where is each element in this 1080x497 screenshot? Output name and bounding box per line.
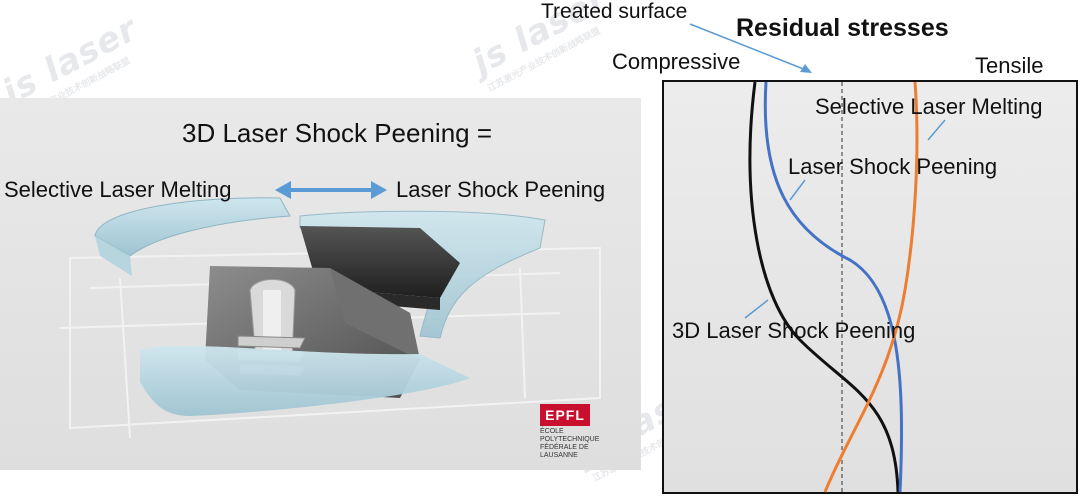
arrow-head-icon [800, 64, 812, 73]
printer-illustration [59, 197, 601, 439]
lsp-pointer [789, 179, 806, 201]
chart-title: Residual stresses [736, 14, 949, 42]
compressive-label: Compressive [612, 49, 741, 74]
curve-label-slm: Selective Laser Melting [815, 94, 1043, 119]
double-arrow-icon [275, 181, 387, 199]
lsp-label: Laser Shock Peening [396, 177, 606, 202]
curve-lsp [763, 81, 904, 493]
treated-surface-label: Treated surface [541, 0, 688, 23]
epfl-logo: EPFL ÉCOLE POLYTECHNIQUE FÉDÉRALE DE LAU… [540, 404, 624, 459]
curve-label-lsp: Laser Shock Peening [788, 154, 998, 179]
curve-label-3dlsp: 3D Laser Shock Peening [672, 318, 916, 343]
residual-stress-panel [662, 80, 1078, 494]
curve-3d-lsp [748, 81, 900, 493]
curve-slm [823, 81, 919, 493]
printer-illustration-panel: 3D Laser Shock Peening = Selective Laser… [0, 98, 641, 470]
3dlsp-pointer [744, 299, 769, 319]
page-title: 3D Laser Shock Peening = [182, 118, 493, 148]
treated-surface-arrow [689, 23, 807, 71]
tensile-label: Tensile [975, 53, 1044, 78]
slm-pointer [927, 119, 946, 141]
slm-label: Selective Laser Melting [4, 177, 232, 202]
